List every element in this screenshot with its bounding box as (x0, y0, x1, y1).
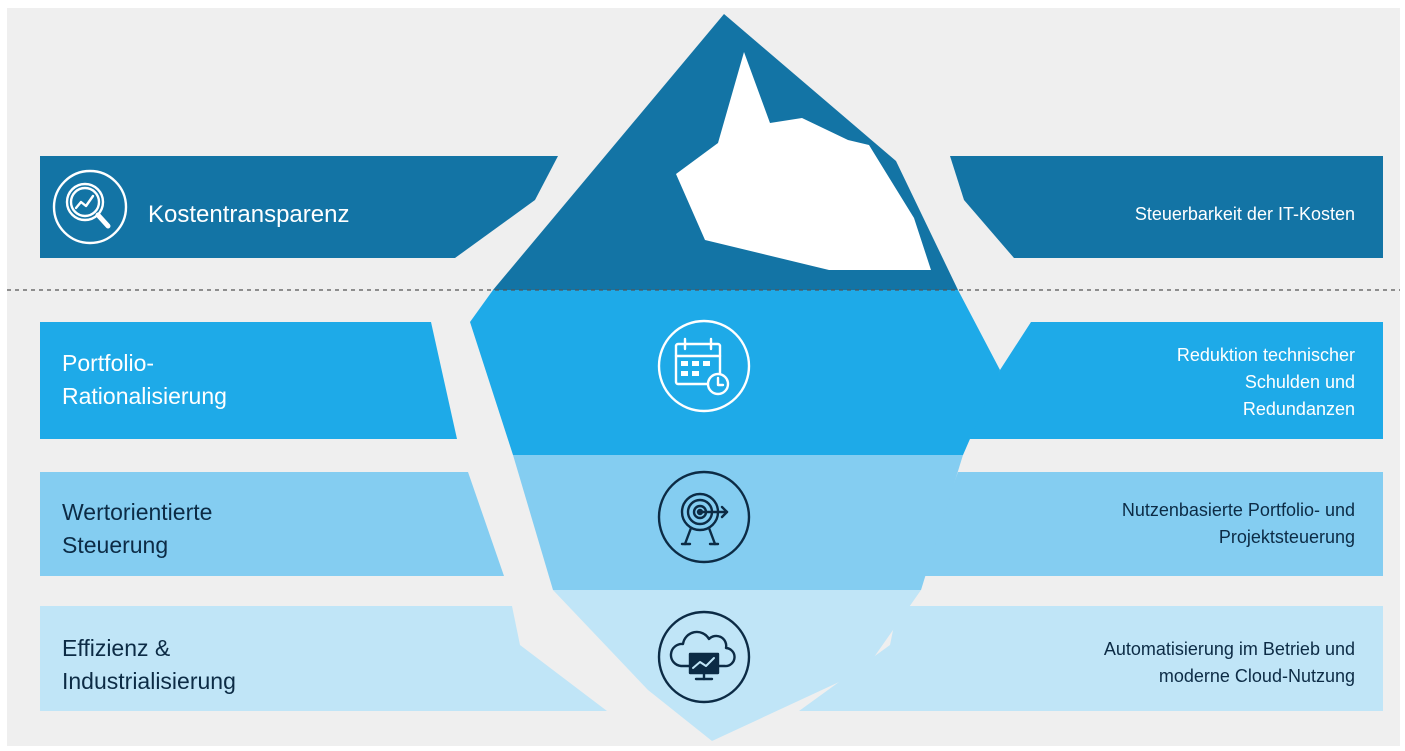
iceberg-layer-2 (470, 290, 1000, 455)
label-effizienz-industrialisierung: Effizienz & Industrialisierung (62, 632, 236, 698)
band-right-steuerbarkeit (950, 156, 1383, 258)
magnifier-chart-icon (52, 169, 128, 245)
benefit-line: Projektsteuerung (1218, 527, 1355, 547)
label-line: Wertorientierte (62, 499, 213, 525)
label-line: Rationalisierung (62, 383, 227, 409)
band-right-nutzenbasierte (920, 472, 1383, 576)
benefit-automatisierung: Automatisierung im Betrieb und moderne C… (995, 636, 1355, 690)
target-arrow-icon (657, 470, 751, 564)
benefit-nutzenbasierte: Nutzenbasierte Portfolio- und Projektste… (995, 497, 1355, 551)
benefit-line: moderne Cloud-Nutzung (1158, 666, 1355, 686)
benefit-line: Redundanzen (1242, 399, 1355, 419)
band-left-kostentransparenz (40, 156, 558, 258)
calendar-clock-icon (657, 319, 751, 413)
band-left-effizienz (40, 606, 607, 711)
band-left-wertorientierte (40, 472, 504, 576)
iceberg-layer-3 (513, 455, 963, 590)
cloud-monitor-icon (657, 610, 751, 704)
label-line: Portfolio- (62, 350, 155, 376)
label-line: Steuerung (62, 532, 169, 558)
benefit-line: Reduktion technischer (1176, 345, 1355, 365)
label-portfolio-rationalisierung: Portfolio- Rationalisierung (62, 347, 227, 413)
band-left-portfolio (40, 322, 457, 439)
label-line: Effizienz & (62, 635, 171, 661)
label-line: Industrialisierung (62, 668, 236, 694)
benefit-line: Nutzenbasierte Portfolio- und (1121, 500, 1355, 520)
benefit-line: Schulden und (1244, 372, 1355, 392)
benefit-steuerbarkeit: Steuerbarkeit der IT-Kosten (1134, 204, 1355, 224)
label-kostentransparenz: Kostentransparenz (148, 201, 350, 228)
iceberg-layer-4 (553, 590, 921, 741)
benefit-reduktion: Reduktion technischer Schulden und Redun… (995, 342, 1355, 423)
label-wertorientierte-steuerung: Wertorientierte Steuerung (62, 496, 212, 562)
iceberg-snow (676, 52, 931, 270)
band-right-automatisierung (799, 606, 1383, 711)
band-right-reduktion (963, 322, 1383, 439)
benefit-line: Automatisierung im Betrieb und (1103, 639, 1355, 659)
